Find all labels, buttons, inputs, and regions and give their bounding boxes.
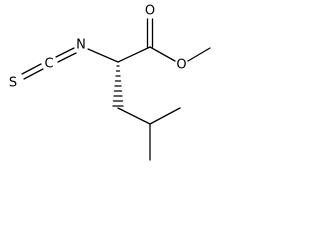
n-c-double-bond-line-1 <box>55 47 75 58</box>
alpha-nitrogen-bond <box>87 48 119 63</box>
ch2-ch-bond <box>117 107 151 125</box>
carbonyl-alpha-bond <box>117 46 151 63</box>
molecule-structure-diagram: O O N C S <box>9 4 211 161</box>
c-s-double-bond-line-2 <box>23 68 44 80</box>
isothiocyanate-carbon-label: C <box>44 57 53 72</box>
ester-oxygen-label: O <box>176 58 186 73</box>
methyl-bond <box>187 47 211 62</box>
nitrogen-label: N <box>76 38 86 53</box>
c-s-double-bond-line-1 <box>21 63 42 75</box>
carbonyl-oxygen-label: O <box>145 4 155 19</box>
n-c-double-bond-line-2 <box>57 52 77 63</box>
ester-single-bond <box>149 46 176 62</box>
isobutyl-methyl-bond-1 <box>149 107 181 125</box>
sulfur-label: S <box>9 76 17 91</box>
stereo-hashed-wedge <box>112 65 124 107</box>
